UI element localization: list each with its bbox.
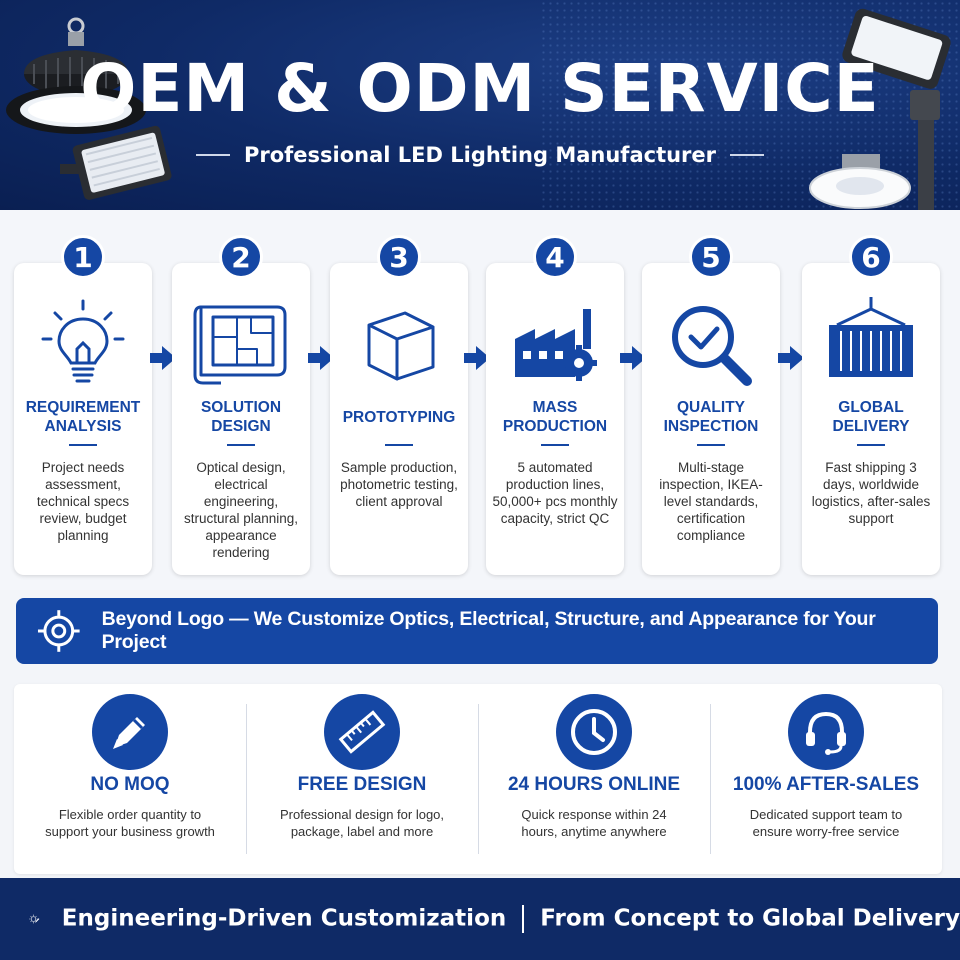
feature-title: 100% AFTER-SALES <box>732 774 920 795</box>
lightbulb-icon <box>41 299 125 383</box>
footer-right-text: From Concept to Global Delivery <box>540 905 960 932</box>
feature-description: Professional design for logo, package, l… <box>279 807 445 839</box>
arrow-right-icon <box>150 346 176 370</box>
footer-separator <box>522 905 525 933</box>
step-title: MASS PRODUCTION <box>502 399 608 435</box>
step-divider <box>385 444 413 446</box>
feature-description: Flexible order quantity to support your … <box>45 807 215 839</box>
header-banner: OEM & ODM SERVICE Professional LED Light… <box>0 0 960 210</box>
step-title: SOLUTION DESIGN <box>200 399 282 435</box>
floodlight-image <box>60 125 172 200</box>
arrow-right-icon <box>778 346 804 370</box>
streetlight-image <box>842 8 951 210</box>
step-card-solution-design: SOLUTION DESIGN Optical design, electric… <box>172 263 310 575</box>
banner-text: Beyond Logo — We Customize Optics, Elect… <box>101 608 876 653</box>
step-number-badge: 4 <box>533 235 577 279</box>
factory-icon <box>515 309 597 381</box>
shipping-container-icon <box>829 297 913 377</box>
feature-divider <box>246 704 247 854</box>
footer-bar: Engineering-Driven Customization From Con… <box>0 878 960 960</box>
step-divider <box>857 444 885 446</box>
clock-icon <box>556 694 632 770</box>
subtitle-row: Professional LED Lighting Manufacturer <box>0 143 960 167</box>
step-description: Optical design, electrical engineering, … <box>183 460 299 560</box>
feature-after-sales: 100% AFTER-SALES Dedicated support team … <box>710 684 942 874</box>
step-divider <box>541 444 569 446</box>
headset-icon <box>788 694 864 770</box>
arrow-right-icon <box>308 346 334 370</box>
step-description: Sample production, photometric testing, … <box>340 460 458 509</box>
footer-left-text: Engineering-Driven Customization <box>61 905 507 932</box>
step-divider <box>227 444 255 446</box>
downlight-image <box>809 154 911 209</box>
step-description: 5 automated production lines, 50,000+ pc… <box>492 460 618 526</box>
feature-free-design: FREE DESIGN Professional design for logo… <box>246 684 478 874</box>
magnifier-check-icon <box>672 306 752 386</box>
feature-24-hours-online: 24 HOURS ONLINE Quick response within 24… <box>478 684 710 874</box>
step-card-quality-inspection: QUALITY INSPECTION Multi-stage inspectio… <box>642 263 780 575</box>
step-card-requirement-analysis: REQUIREMENT ANALYSIS Project needs asses… <box>14 263 152 575</box>
step-number-badge: 3 <box>377 235 421 279</box>
step-number-badge: 1 <box>61 235 105 279</box>
process-steps-section: REQUIREMENT ANALYSIS Project needs asses… <box>0 210 960 590</box>
step-divider <box>697 444 725 446</box>
feature-title: 24 HOURS ONLINE <box>507 774 681 795</box>
step-card-prototyping: PROTOTYPING Sample production, photometr… <box>330 263 468 575</box>
step-card-global-delivery: GLOBAL DELIVERY Fast shipping 3 days, wo… <box>802 263 940 575</box>
feature-divider <box>710 704 711 854</box>
blueprint-icon <box>193 305 287 385</box>
page-subtitle: Professional LED Lighting Manufacturer <box>243 143 717 167</box>
step-title: GLOBAL DELIVERY <box>832 399 910 435</box>
ruler-icon <box>324 694 400 770</box>
subtitle-rule-left <box>195 154 230 156</box>
cube-icon <box>367 311 435 381</box>
highbay-lamp-image <box>6 17 146 134</box>
feature-description: Quick response within 24 hours, anytime … <box>521 807 667 839</box>
step-number-badge: 5 <box>689 235 733 279</box>
step-number-badge: 2 <box>219 235 263 279</box>
feature-title: FREE DESIGN <box>297 774 427 795</box>
pencil-icon <box>92 694 168 770</box>
customization-banner: Beyond Logo — We Customize Optics, Elect… <box>16 598 938 664</box>
step-number-badge: 6 <box>849 235 893 279</box>
step-description: Fast shipping 3 days, worldwide logistic… <box>811 460 931 526</box>
step-description: Multi-stage inspection, IKEA-level stand… <box>659 460 763 543</box>
step-card-mass-production: MASS PRODUCTION 5 automated production l… <box>486 263 624 575</box>
gear-pencil-icon <box>29 914 40 924</box>
subtitle-rule-right <box>730 154 765 156</box>
step-description: Project needs assessment, technical spec… <box>36 460 130 543</box>
page-title: OEM & ODM SERVICE <box>80 50 880 127</box>
feature-no-moq: NO MOQ Flexible order quantity to suppor… <box>14 684 246 874</box>
arrow-right-icon <box>620 346 646 370</box>
feature-title: NO MOQ <box>90 774 170 795</box>
arrow-right-icon <box>464 346 490 370</box>
target-icon <box>37 610 80 652</box>
footer-tagline: Engineering-Driven Customization From Con… <box>62 905 960 933</box>
step-title: REQUIREMENT ANALYSIS <box>25 399 141 435</box>
step-title: PROTOTYPING <box>342 408 456 426</box>
feature-divider <box>478 704 479 854</box>
step-title: QUALITY INSPECTION <box>663 399 759 435</box>
feature-description: Dedicated support team to ensure worry-f… <box>749 807 903 839</box>
step-divider <box>69 444 97 446</box>
features-panel: NO MOQ Flexible order quantity to suppor… <box>14 684 942 874</box>
